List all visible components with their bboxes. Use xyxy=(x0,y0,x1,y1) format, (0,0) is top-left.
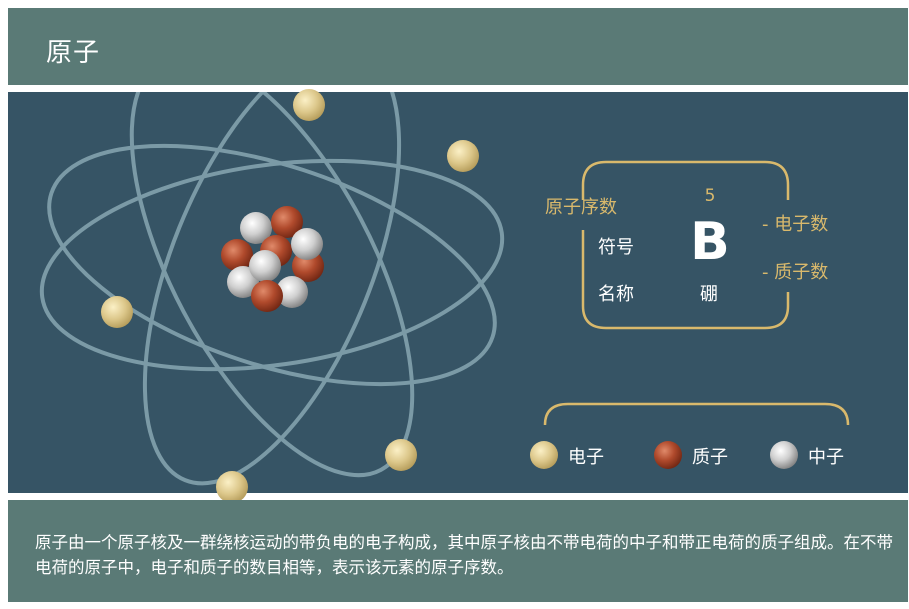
orbit-4 xyxy=(142,92,402,486)
neutron-icon xyxy=(249,250,281,282)
neutron-icon xyxy=(276,276,308,308)
page-title: 原子 xyxy=(46,38,101,68)
description-bar: 原子由一个原子核及一群绕核运动的带负电的电子构成，其中原子核由不带电荷的中子和带… xyxy=(8,500,908,602)
electron-icon xyxy=(101,296,133,328)
electron-icon xyxy=(216,471,248,503)
atomic-number-value: 5 xyxy=(704,186,716,206)
proton-icon xyxy=(271,206,303,238)
legend-bracket xyxy=(543,402,850,426)
electron-icon xyxy=(385,439,417,471)
legend-electron-icon xyxy=(530,441,558,469)
atomic-number-label: 原子序数 xyxy=(545,197,617,218)
neutron-icon xyxy=(291,228,323,260)
proton-icon xyxy=(251,280,283,312)
orbit-3 xyxy=(129,92,415,478)
electron-icon xyxy=(447,140,479,172)
element-symbol: B xyxy=(690,212,730,272)
legend-proton-label: 质子 xyxy=(692,447,728,468)
header-bar: 原子 xyxy=(8,8,908,85)
legend-neutron-icon xyxy=(770,441,798,469)
legend-proton-icon xyxy=(654,441,682,469)
element-card-bracket xyxy=(581,160,790,330)
name-label: 名称 xyxy=(598,284,634,305)
neutron-icon xyxy=(227,266,259,298)
orbit-2 xyxy=(47,143,497,387)
legend-neutron-label: 中子 xyxy=(808,447,844,468)
symbol-label: 符号 xyxy=(598,237,634,258)
orbit-1 xyxy=(39,158,505,372)
legend-electron-label: 电子 xyxy=(568,447,604,468)
description-text: 原子由一个原子核及一群绕核运动的带负电的电子构成，其中原子核由不带电荷的中子和带… xyxy=(35,533,893,577)
nucleus xyxy=(221,206,324,312)
electron-count-label: - 电子数 xyxy=(762,214,829,235)
proton-icon xyxy=(221,239,253,271)
orbits xyxy=(39,92,505,486)
element-name: 硼 xyxy=(700,284,718,305)
neutron-icon xyxy=(240,212,272,244)
electrons xyxy=(101,89,479,503)
electron-icon xyxy=(293,89,325,121)
proton-count-label: - 质子数 xyxy=(762,262,829,283)
